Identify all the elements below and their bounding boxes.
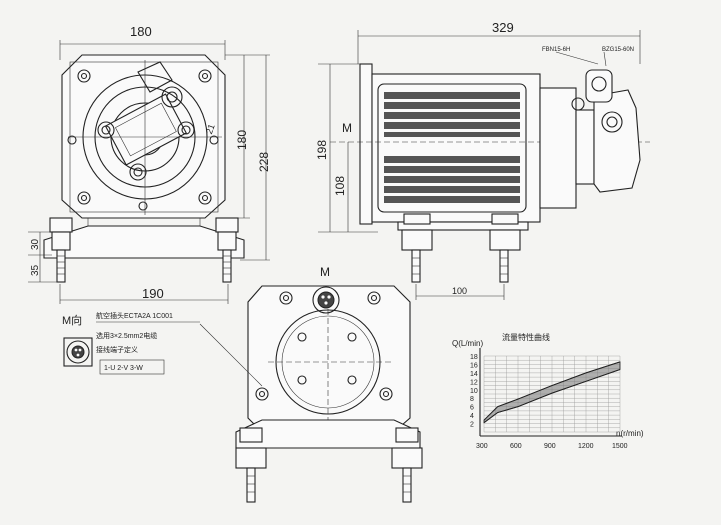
chart-ylabel: Q(L/min): [452, 339, 483, 348]
series-line-0: [483, 369, 621, 424]
dim-side-height-total: 198: [315, 140, 329, 160]
y-tick-label: 2: [470, 422, 474, 429]
x-tick-label: 300: [476, 443, 488, 450]
x-tick-label: 900: [544, 443, 556, 450]
dim-front-width: 180: [130, 24, 152, 39]
chart-title: 流量特性曲线: [502, 332, 550, 342]
y-tick-label: 6: [470, 405, 474, 412]
motor-mark-side: M: [342, 121, 352, 135]
dim-front-height-inner: 180: [235, 130, 249, 150]
chart-xlabel: n(r/min): [616, 429, 644, 438]
x-tick-label: 600: [510, 443, 522, 450]
dim-flange-height: 30: [30, 238, 41, 250]
terminal-note-text: 接线端子定义: [96, 345, 138, 354]
motor-mark-bottom: M: [320, 265, 330, 279]
cable-note-text: 选用3×2.5mm2电缆: [96, 331, 157, 340]
dim-bolt-label: 21: [204, 123, 217, 136]
x-tick-label: 1200: [578, 443, 594, 450]
y-tick-label: 10: [470, 388, 478, 395]
connector-note-text: 航空插头ECTA2A 1C001: [96, 311, 173, 320]
dim-foot-spacing: 100: [452, 286, 467, 296]
front-view: 180 21 180 228: [28, 24, 271, 304]
port-note-1: FBN15-6H: [542, 47, 570, 53]
dim-base-width: 190: [142, 286, 164, 301]
chart-grid: [483, 355, 621, 433]
connector-icon: [63, 337, 93, 367]
view-label: M向: [62, 313, 82, 327]
y-tick-label: 16: [470, 362, 478, 369]
y-tick-label: 18: [470, 354, 478, 361]
dim-side-length: 329: [492, 20, 514, 35]
bottom-view: M: [199, 265, 423, 503]
side-view: 329 M FBN15-6H BZG15-6: [315, 20, 650, 300]
series-line-1: [483, 361, 621, 421]
y-tick-label: 12: [470, 379, 478, 386]
chart-area: [483, 361, 621, 424]
port-note-2: BZG15-60N: [602, 47, 634, 53]
x-tick-label: 1500: [612, 443, 628, 450]
y-tick-label: 4: [470, 413, 474, 420]
dim-foot-height: 35: [30, 264, 41, 276]
y-tick-label: 14: [470, 371, 478, 378]
terminal-map-text: 1-U 2-V 3-W: [104, 365, 143, 372]
connector-note: M向 航空插头ECTA2A 1C001 选用3×2.5mm2电缆 接线端子定义 …: [62, 311, 200, 375]
dim-side-height-axis: 108: [333, 176, 347, 196]
cooling-fins: [384, 92, 520, 203]
dim-front-height-total: 228: [257, 152, 271, 172]
y-tick-label: 8: [470, 396, 474, 403]
